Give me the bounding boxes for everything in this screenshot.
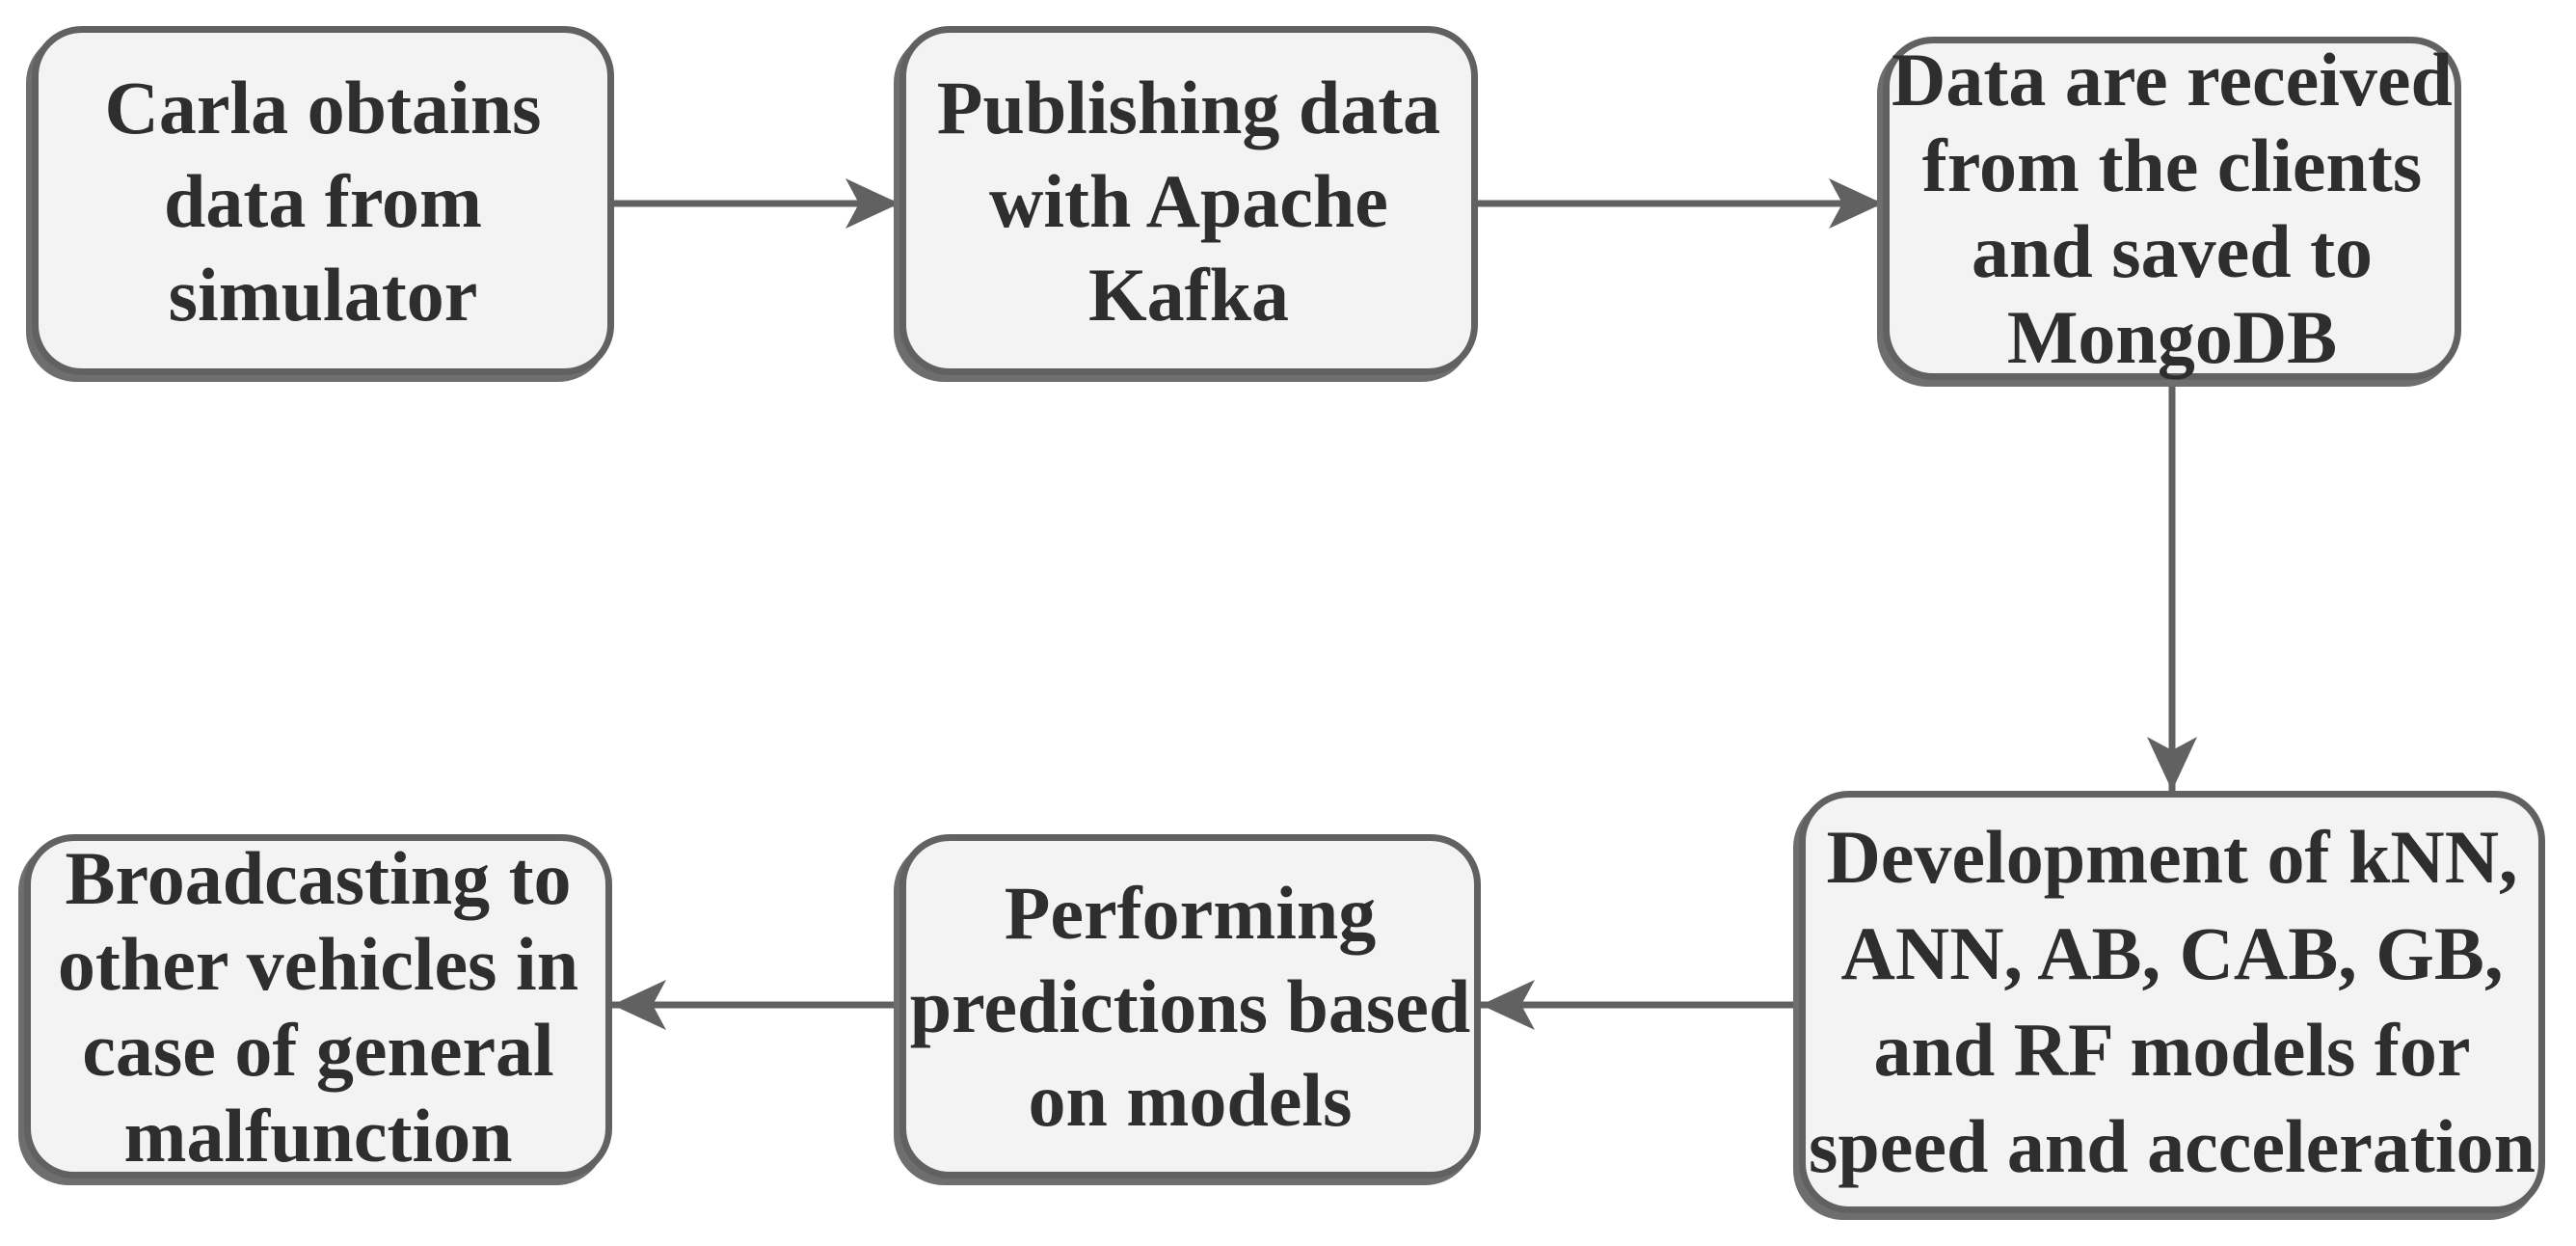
node-broadcasting: Broadcasting to other vehicles in case o… [24,834,612,1178]
node-label: Carla obtains data from simulator [104,65,542,337]
node-model-development: Development of kNN, ANN, AB, CAB, GB, an… [1799,791,2545,1213]
node-mongodb-clients: Data are received from the clients and s… [1883,37,2461,380]
node-predictions: Performing predictions based on models [899,834,1481,1178]
node-label: Publishing data with Apache Kafka [936,65,1441,337]
node-label: Data are received from the clients and s… [1892,38,2453,379]
node-label: Development of kNN, ANN, AB, CAB, GB, an… [1809,815,2536,1188]
node-label: Broadcasting to other vehicles in case o… [57,835,579,1178]
node-label: Performing predictions based on models [909,871,1471,1142]
node-carla-simulator: Carla obtains data from simulator [32,26,614,375]
node-apache-kafka: Publishing data with Apache Kafka [899,26,1478,375]
